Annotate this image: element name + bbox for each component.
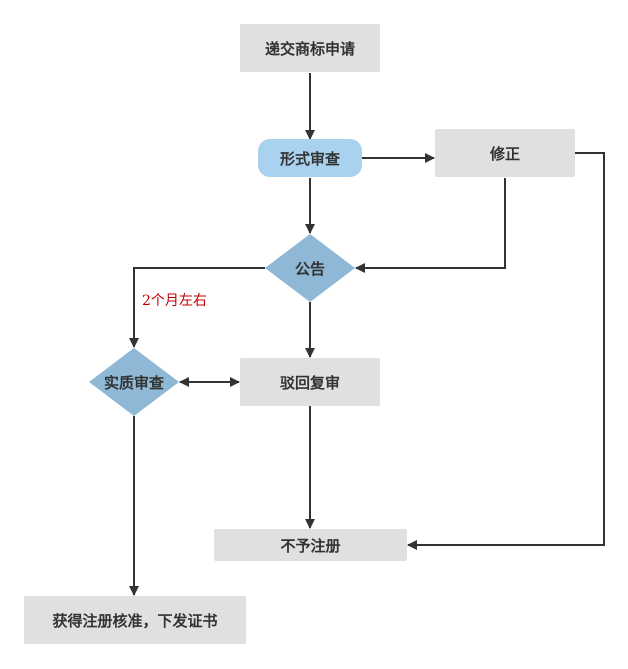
- not-registered-label: 不予注册: [280, 536, 341, 555]
- edge-correction-to-not-registered: [407, 152, 605, 550]
- formal-review-node[interactable]: 形式审查: [258, 139, 362, 177]
- duration-annotation: 2个月左右: [142, 293, 207, 309]
- submit-application-node[interactable]: 递交商标申请: [240, 24, 380, 72]
- edge-correction-to-announcement: [355, 178, 506, 273]
- correction-label: 修正: [489, 144, 520, 163]
- substantive-review-label: 实质审查: [103, 373, 164, 392]
- announcement-diamond[interactable]: [265, 234, 355, 302]
- announcement-label: 公告: [294, 259, 325, 278]
- rejection-review-node[interactable]: 驳回复审: [240, 358, 380, 406]
- rejection-review-label: 驳回复审: [279, 373, 340, 392]
- approved-label: 获得注册核准，下发证书: [52, 611, 218, 630]
- submit-application-label: 递交商标申请: [264, 39, 355, 58]
- not-registered-node[interactable]: 不予注册: [214, 529, 407, 561]
- edge-announcement-to-substantive: [129, 267, 265, 348]
- substantive-review-diamond[interactable]: [89, 348, 179, 416]
- correction-node[interactable]: 修正: [435, 129, 575, 177]
- formal-review-label: 形式审查: [279, 149, 340, 168]
- approved-node[interactable]: 获得注册核准，下发证书: [24, 596, 246, 644]
